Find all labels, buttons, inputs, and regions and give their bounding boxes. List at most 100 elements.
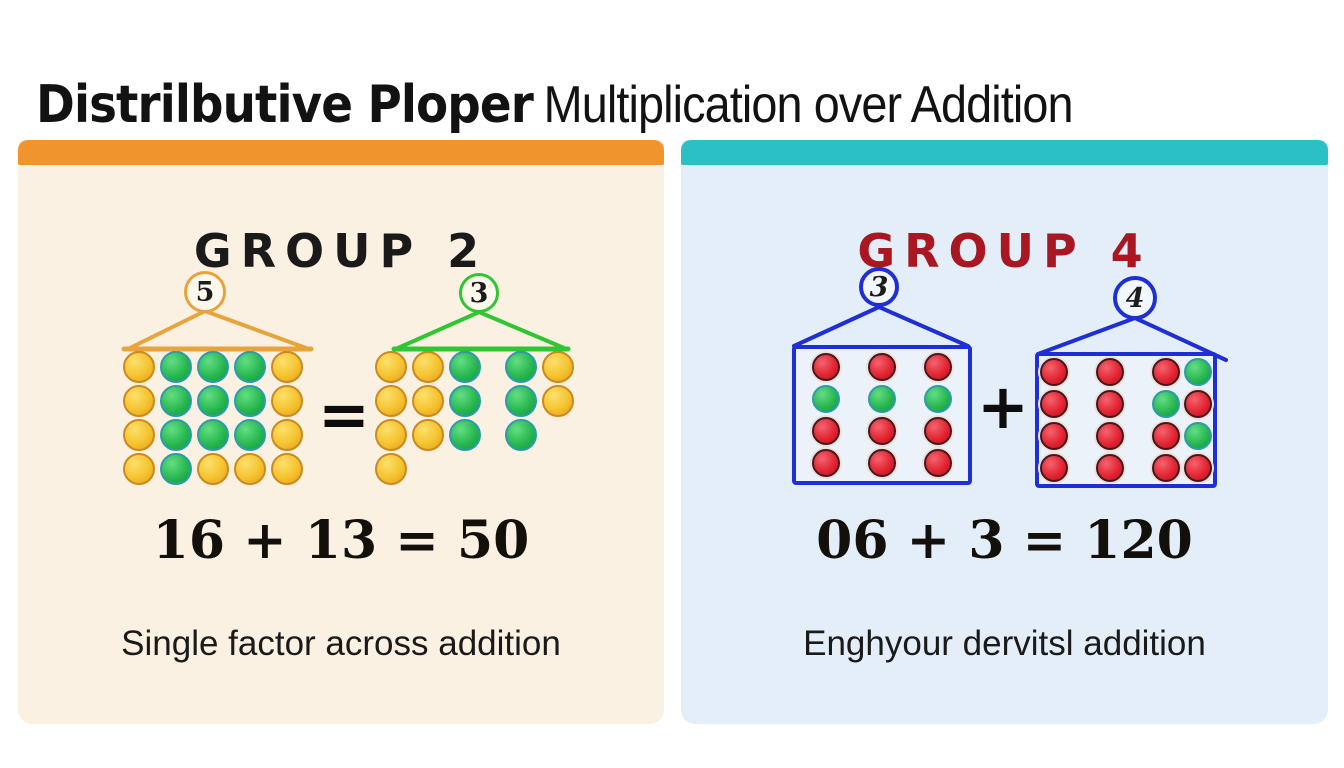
dot-row [812, 449, 952, 477]
equals-sign: = [318, 378, 370, 451]
factor-circle-4: 4 [1113, 276, 1157, 320]
left-equation: 16 + 13 = 50 [152, 510, 530, 571]
red-counter-dot [1040, 454, 1068, 482]
factor-value: 4 [1125, 282, 1145, 314]
red-counter-dot [812, 449, 840, 477]
dot-row [1040, 358, 1212, 386]
yellow-counter-dot [123, 453, 155, 485]
dot-spacer [1072, 454, 1092, 482]
red-counter-dot [1096, 422, 1124, 450]
red-counter-dot [1152, 454, 1180, 482]
dot-row [1040, 454, 1212, 482]
right-equation: 06 + 3 = 120 [816, 510, 1193, 571]
dot-spacer [900, 449, 920, 477]
right-panel-group4: GROUP 4 3 4 + 06 + 3 = 120 Enghyour derv… [681, 140, 1328, 724]
blue-hanger-a-right [877, 305, 970, 348]
factor-value: 3 [469, 277, 489, 309]
right-panel-heading: GROUP 4 [857, 224, 1152, 279]
yellow-counter-dot [234, 453, 266, 485]
red-counter-dot [1184, 390, 1212, 418]
red-counter-dot [812, 353, 840, 381]
green-counter-dot [197, 385, 229, 417]
dot-spacer [1128, 454, 1148, 482]
factor-circle-3-left: 3 [459, 273, 499, 313]
dot-spacer [844, 385, 864, 413]
yellow-counter-dot [375, 453, 407, 485]
green-counter-dot [160, 385, 192, 417]
yellow-counter-dot [412, 385, 444, 417]
dot-spacer [486, 453, 500, 485]
yellow-counter-dot [271, 419, 303, 451]
right-caption: Enghyour dervitsl addition [803, 624, 1206, 663]
dot-row [375, 453, 574, 485]
green-counter-dot [197, 419, 229, 451]
left-caption: Single factor across addition [121, 624, 561, 663]
red-counter-dot [1096, 454, 1124, 482]
orange-bracket-shape [128, 308, 308, 350]
green-counter-dot [234, 419, 266, 451]
red-counter-dot [924, 417, 952, 445]
dot-spacer [900, 353, 920, 381]
dot-box-a [792, 345, 972, 485]
left-panel-accent-bar [18, 140, 664, 165]
green-bracket-shape [396, 309, 566, 350]
green-counter-dot [160, 453, 192, 485]
red-counter-dot [868, 353, 896, 381]
right-panel-accent-bar [681, 140, 1328, 165]
red-counter-dot [868, 449, 896, 477]
page-title-bold: Distrilbutive Ploper [36, 74, 534, 135]
red-counter-dot [924, 353, 952, 381]
red-counter-dot [1152, 358, 1180, 386]
yellow-counter-dot [542, 351, 574, 383]
yellow-counter-dot [542, 385, 574, 417]
green-counter-dot [449, 419, 481, 451]
dot-row [123, 351, 303, 383]
yellow-counter-dot [375, 351, 407, 383]
dot-spacer [486, 419, 500, 451]
yellow-counter-dot [271, 351, 303, 383]
dot-box-b [1035, 352, 1217, 488]
red-counter-dot [1152, 422, 1180, 450]
yellow-counter-dot [271, 385, 303, 417]
yellow-counter-dot [123, 385, 155, 417]
green-counter-dot [234, 351, 266, 383]
dot-spacer [844, 417, 864, 445]
green-counter-dot [1184, 358, 1212, 386]
red-counter-dot [1184, 454, 1212, 482]
dot-spacer [486, 351, 500, 383]
dot-grid-group-b [375, 351, 574, 485]
dot-row [812, 385, 952, 413]
dot-spacer [486, 385, 500, 417]
green-counter-dot [505, 385, 537, 417]
red-counter-dot [1040, 358, 1068, 386]
page-title-regular: Multiplication over Addition [543, 75, 1074, 134]
dot-spacer [844, 449, 864, 477]
dot-row [123, 453, 303, 485]
yellow-counter-dot [197, 453, 229, 485]
red-counter-dot [1040, 390, 1068, 418]
dot-spacer [1128, 422, 1148, 450]
dot-grid-box-a [796, 349, 968, 481]
dot-spacer [1128, 358, 1148, 386]
red-counter-dot [924, 449, 952, 477]
green-counter-dot [449, 351, 481, 383]
dot-row [375, 385, 574, 417]
dot-row [1040, 422, 1212, 450]
yellow-counter-dot [412, 419, 444, 451]
factor-circle-5: 5 [184, 271, 226, 313]
green-counter-dot [234, 385, 266, 417]
plus-sign: + [977, 370, 1029, 443]
dot-row [375, 419, 574, 451]
green-counter-dot [505, 351, 537, 383]
dot-row [812, 417, 952, 445]
green-counter-dot [449, 385, 481, 417]
dot-row [812, 353, 952, 381]
green-counter-dot [1152, 390, 1180, 418]
dot-row [123, 419, 303, 451]
dot-grid-box-b [1039, 356, 1213, 484]
green-counter-dot [924, 385, 952, 413]
left-panel-group2: GROUP 2 5 3 = 16 + 13 = 50 Single factor… [18, 140, 664, 724]
blue-hanger-a-left [792, 305, 881, 348]
dot-spacer [1128, 390, 1148, 418]
